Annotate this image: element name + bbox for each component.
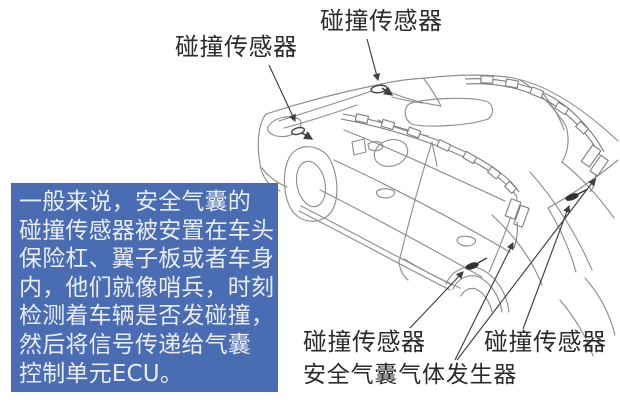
leader-gas-generator-2 [456,178,596,361]
leader-top-mid [366,38,380,82]
front-fender-sensor-icon [290,126,314,140]
rear-quarter-sensor-icon [465,257,488,270]
info-text: 一般来说，安全气囊的 碰撞传感器被安置在车头 保险杠、翼子板或者车身 内，他们就… [19,189,275,387]
label-collision-sensor-cowl: 碰撞传感器 [320,7,443,35]
label-collision-sensor-rear-quarter: 碰撞传感器 [303,328,426,356]
cowl-sensor-icon [370,84,394,96]
info-box: 一般来说，安全气囊的 碰撞传感器被安置在车头 保险杠、翼子板或者车身 内，他们就… [11,183,278,392]
leader-gas-generator-1 [454,241,514,361]
sensor-icons [290,84,589,270]
car-body-outline [257,74,619,357]
curtain-airbag-far-rail [464,75,609,193]
leader-lines [268,38,596,361]
leader-top-left [268,64,296,123]
label-airbag-gas-generator: 安全气囊气体发生器 [303,362,518,388]
leader-bottom-left [409,271,464,329]
curtain-airbag-near-rail [340,113,530,249]
label-collision-sensor-rear-deck: 碰撞传感器 [484,328,607,356]
leader-bottom-right [522,204,571,330]
label-collision-sensor-front-fender: 碰撞传感器 [175,33,298,61]
